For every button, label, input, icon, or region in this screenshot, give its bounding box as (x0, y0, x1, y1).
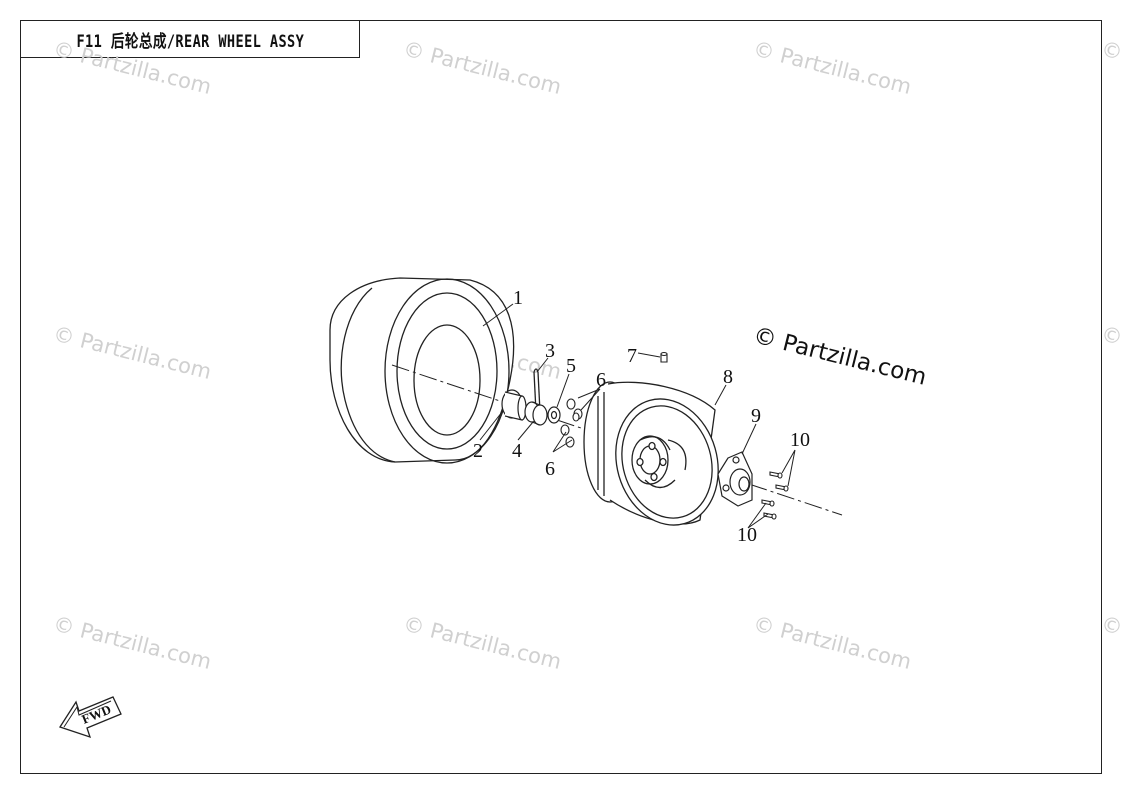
watermark: © Partzilla.com (1099, 322, 1122, 384)
fwd-arrow-icon: FWD (59, 696, 122, 739)
watermark: © Partzilla.com (51, 612, 214, 674)
callout-7: 7 (627, 345, 637, 367)
leader-lines (479, 303, 796, 529)
watermark: © Partzilla.com (1099, 37, 1122, 99)
lug-nuts (560, 398, 583, 448)
watermark: © Partzilla.com (751, 612, 914, 674)
watermark: © Partzilla.com (51, 322, 214, 384)
callout-5: 5 (566, 355, 576, 377)
callout-6-lower: 6 (545, 458, 555, 480)
wheel-hub (717, 451, 753, 507)
callout-numbers: 1 2 3 4 5 6 6 7 8 9 10 10 (473, 287, 810, 546)
callout-10-lower: 10 (737, 524, 757, 546)
watermarks: © Partzilla.com © Partzilla.com © Partzi… (51, 37, 1122, 674)
wheel-rim (583, 381, 719, 526)
title-box: F11 后轮总成/REAR WHEEL ASSY (20, 20, 360, 58)
callout-8: 8 (723, 366, 733, 388)
callout-10-upper: 10 (790, 429, 810, 451)
callout-4: 4 (512, 440, 522, 462)
page-frame (20, 20, 1102, 774)
hub-bolts (761, 471, 789, 520)
castle-nut (524, 401, 548, 426)
washer (547, 406, 561, 424)
callout-3: 3 (545, 340, 555, 362)
watermark: © Partzilla.com (751, 37, 914, 99)
callout-6-upper: 6 (596, 369, 606, 391)
watermark: © Partzilla.com (401, 612, 564, 674)
watermark: © Partzilla.com (401, 37, 564, 99)
page-title: F11 后轮总成/REAR WHEEL ASSY (76, 31, 304, 52)
watermark: © Partzilla.com (1099, 612, 1122, 674)
watermark: © Partzilla.com (51, 37, 214, 99)
callout-1: 1 (513, 287, 523, 309)
callout-2: 2 (473, 440, 483, 462)
valve-stem (660, 351, 668, 363)
tire (329, 277, 515, 464)
callout-9: 9 (751, 405, 761, 427)
hub-nut-cap (501, 389, 527, 421)
watermark-main: © Partzilla.com (751, 323, 930, 391)
